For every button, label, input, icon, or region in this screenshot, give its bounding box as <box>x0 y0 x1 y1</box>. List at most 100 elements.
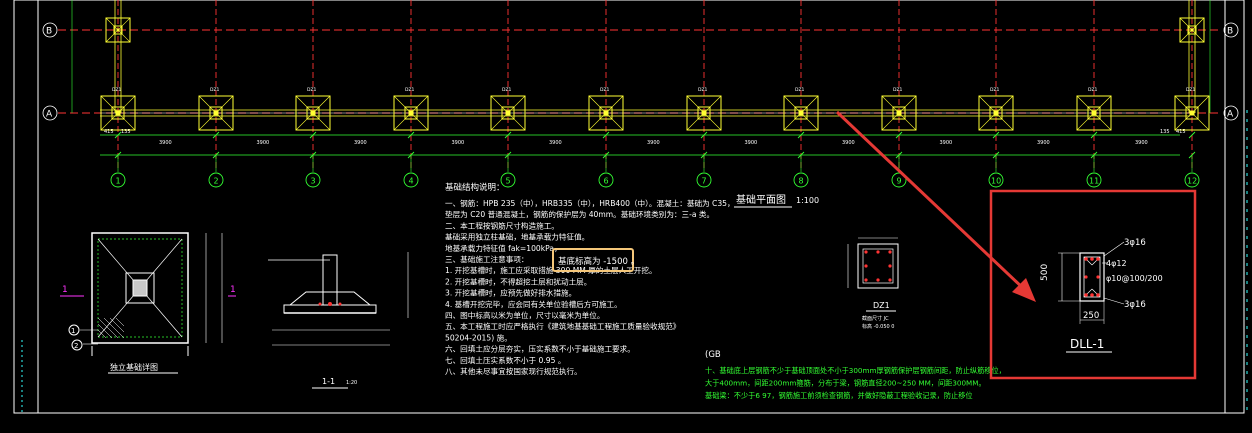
axis-label-7: 7 <box>702 177 707 186</box>
axis-bubble-5 <box>500 172 516 188</box>
note-line: 4. 基槽开挖完毕，应会同有关单位验槽后方可施工。 <box>445 299 622 309</box>
footing-B-1 <box>105 17 131 43</box>
column-outline <box>1087 106 1101 120</box>
axis-label-10: 10 <box>991 177 1001 186</box>
column-tag: DZ1 <box>112 87 122 93</box>
column-tag: DZ1 <box>1186 87 1196 93</box>
axis-bubble-4 <box>403 172 419 188</box>
axis-label-right-B: B <box>1227 27 1233 37</box>
dz1-caption: DZ1 <box>873 301 890 310</box>
axis-bubble-1 <box>110 172 126 188</box>
footing-outline <box>588 95 624 131</box>
beam-dll1-detail: 3φ16 4φ12 φ10@100/200 3φ16 500 250 DLL-1 <box>1040 238 1163 353</box>
section-caption: 1-1 <box>322 377 335 386</box>
footing-outline <box>295 95 331 131</box>
column-tag: DZ1 <box>795 87 805 93</box>
axis-label-8: 8 <box>799 177 804 186</box>
notes-heading: 基础结构说明： <box>445 182 505 193</box>
column-tag: DZ1 <box>1088 87 1098 93</box>
column-core <box>505 110 511 116</box>
note-line: 2. 开挖基槽时，不得超挖土层和扰动土层。 <box>445 276 591 286</box>
column-tag: DZ1 <box>307 87 317 93</box>
column-core <box>1091 110 1097 116</box>
dim-tick <box>504 131 512 139</box>
footing-outline <box>393 95 429 131</box>
column-tag: DZ1 <box>893 87 903 93</box>
footing-caption: 独立基础详图 <box>110 362 158 372</box>
beam-bottom-bar: 3φ16 <box>1124 300 1146 310</box>
axis-label-9: 9 <box>897 177 902 186</box>
footing-4: DZ1 <box>393 87 429 131</box>
dim-tick <box>407 131 415 139</box>
column-core <box>213 110 219 116</box>
footing-outline <box>881 95 917 131</box>
note-line: 七、回填土压实系数不小于 0.95 。 <box>445 355 565 365</box>
footing-plan-detail: 1 2 1 1 独立基础详图 <box>60 232 236 374</box>
column-tag: DZ1 <box>210 87 220 93</box>
note-line: 3. 开挖基槽时，应预先做好排水措施。 <box>445 288 576 298</box>
column-core <box>408 110 414 116</box>
axis-label-right-A: A <box>1227 110 1234 120</box>
beam-highlight-box <box>989 189 1197 380</box>
green-notes: 十、基础底上层钢筋不少于基础顶面处不小于300mm厚钢筋保护层钢筋间距，防止纵筋… <box>705 366 1006 400</box>
column-tag: DZ1 <box>698 87 708 93</box>
dim-tick <box>700 131 708 139</box>
column-outline <box>113 25 123 35</box>
footing-outline <box>1076 95 1112 131</box>
note-line: 三、基础施工注意事项： <box>445 254 529 264</box>
note-line: 八、其他未尽事宜按国家现行规范执行。 <box>445 366 582 376</box>
axis-bubble-6 <box>598 172 614 188</box>
note-line: 1. 开挖基槽时，施工应采取措施 300 MM 厚的土层人工开挖。 <box>445 265 657 275</box>
footing-11: DZ1 <box>1076 87 1112 131</box>
footing-12: DZ1 <box>1174 87 1210 131</box>
column-core <box>701 110 707 116</box>
footing-3: DZ1 <box>295 87 331 131</box>
footing-5: DZ1 <box>490 87 526 131</box>
axis-label-B: B <box>46 27 52 37</box>
column-core <box>798 110 804 116</box>
axis-label-1: 1 <box>116 177 121 186</box>
column-outline <box>306 106 320 120</box>
column-core <box>310 110 316 116</box>
column-outline <box>209 106 223 120</box>
bay-dimension: 3900 <box>940 140 953 146</box>
elevation-highlight-text: 基底标高为 -1500 。 <box>558 256 639 267</box>
note-line: 四、图中标高以米为单位，尺寸以毫米为单位。 <box>445 310 604 320</box>
note-line: 基础采用独立柱基础，地基承载力特征值。 <box>445 232 589 242</box>
note-line: 一、钢筋：HPB 235（中），HRB335（中），HRB400（中）。混凝土：… <box>445 198 735 208</box>
footing-outline <box>686 95 722 131</box>
axis-label-4: 4 <box>409 177 414 186</box>
section-1-1-detail: 1-1 1:20 <box>268 252 409 389</box>
column-outline <box>111 106 125 120</box>
axis-label-5: 5 <box>506 177 511 186</box>
axis-label-11: 11 <box>1089 177 1099 186</box>
footing-outline <box>490 95 526 131</box>
plan-title: 基础平面图 <box>736 193 786 206</box>
column-outline <box>1185 106 1199 120</box>
axis-bubble-11 <box>1086 172 1102 188</box>
dz1-note: 截面尺寸 JC <box>862 315 889 322</box>
axis-bubble-9 <box>891 172 907 188</box>
bay-dimension: 3900 <box>745 140 758 146</box>
column-core <box>1189 110 1195 116</box>
axis-bubble-12 <box>1184 172 1200 188</box>
footing-9: DZ1 <box>881 87 917 131</box>
axis-bubble-8 <box>793 172 809 188</box>
footing-outline <box>198 95 234 131</box>
section-scale: 1:20 <box>346 380 357 386</box>
footing-outline <box>978 95 1014 131</box>
column-core <box>993 110 999 116</box>
column-outline <box>892 106 906 120</box>
edge-dim-right-2: 415 <box>1176 129 1186 135</box>
beam-top-bar: 3φ16 <box>1124 238 1146 248</box>
column-outline <box>794 106 808 120</box>
axis-bubble-3 <box>305 172 321 188</box>
axis-bubble-right-A <box>1223 105 1239 121</box>
bay-dimension: 3900 <box>549 140 562 146</box>
dz1-detail: DZ1 截面尺寸 JC 标高 -0.050 0 <box>847 237 899 330</box>
footing-10: DZ1 <box>978 87 1014 131</box>
column-tag: DZ1 <box>502 87 512 93</box>
dim-tick <box>797 131 805 139</box>
axis-label-12: 12 <box>1187 177 1197 186</box>
